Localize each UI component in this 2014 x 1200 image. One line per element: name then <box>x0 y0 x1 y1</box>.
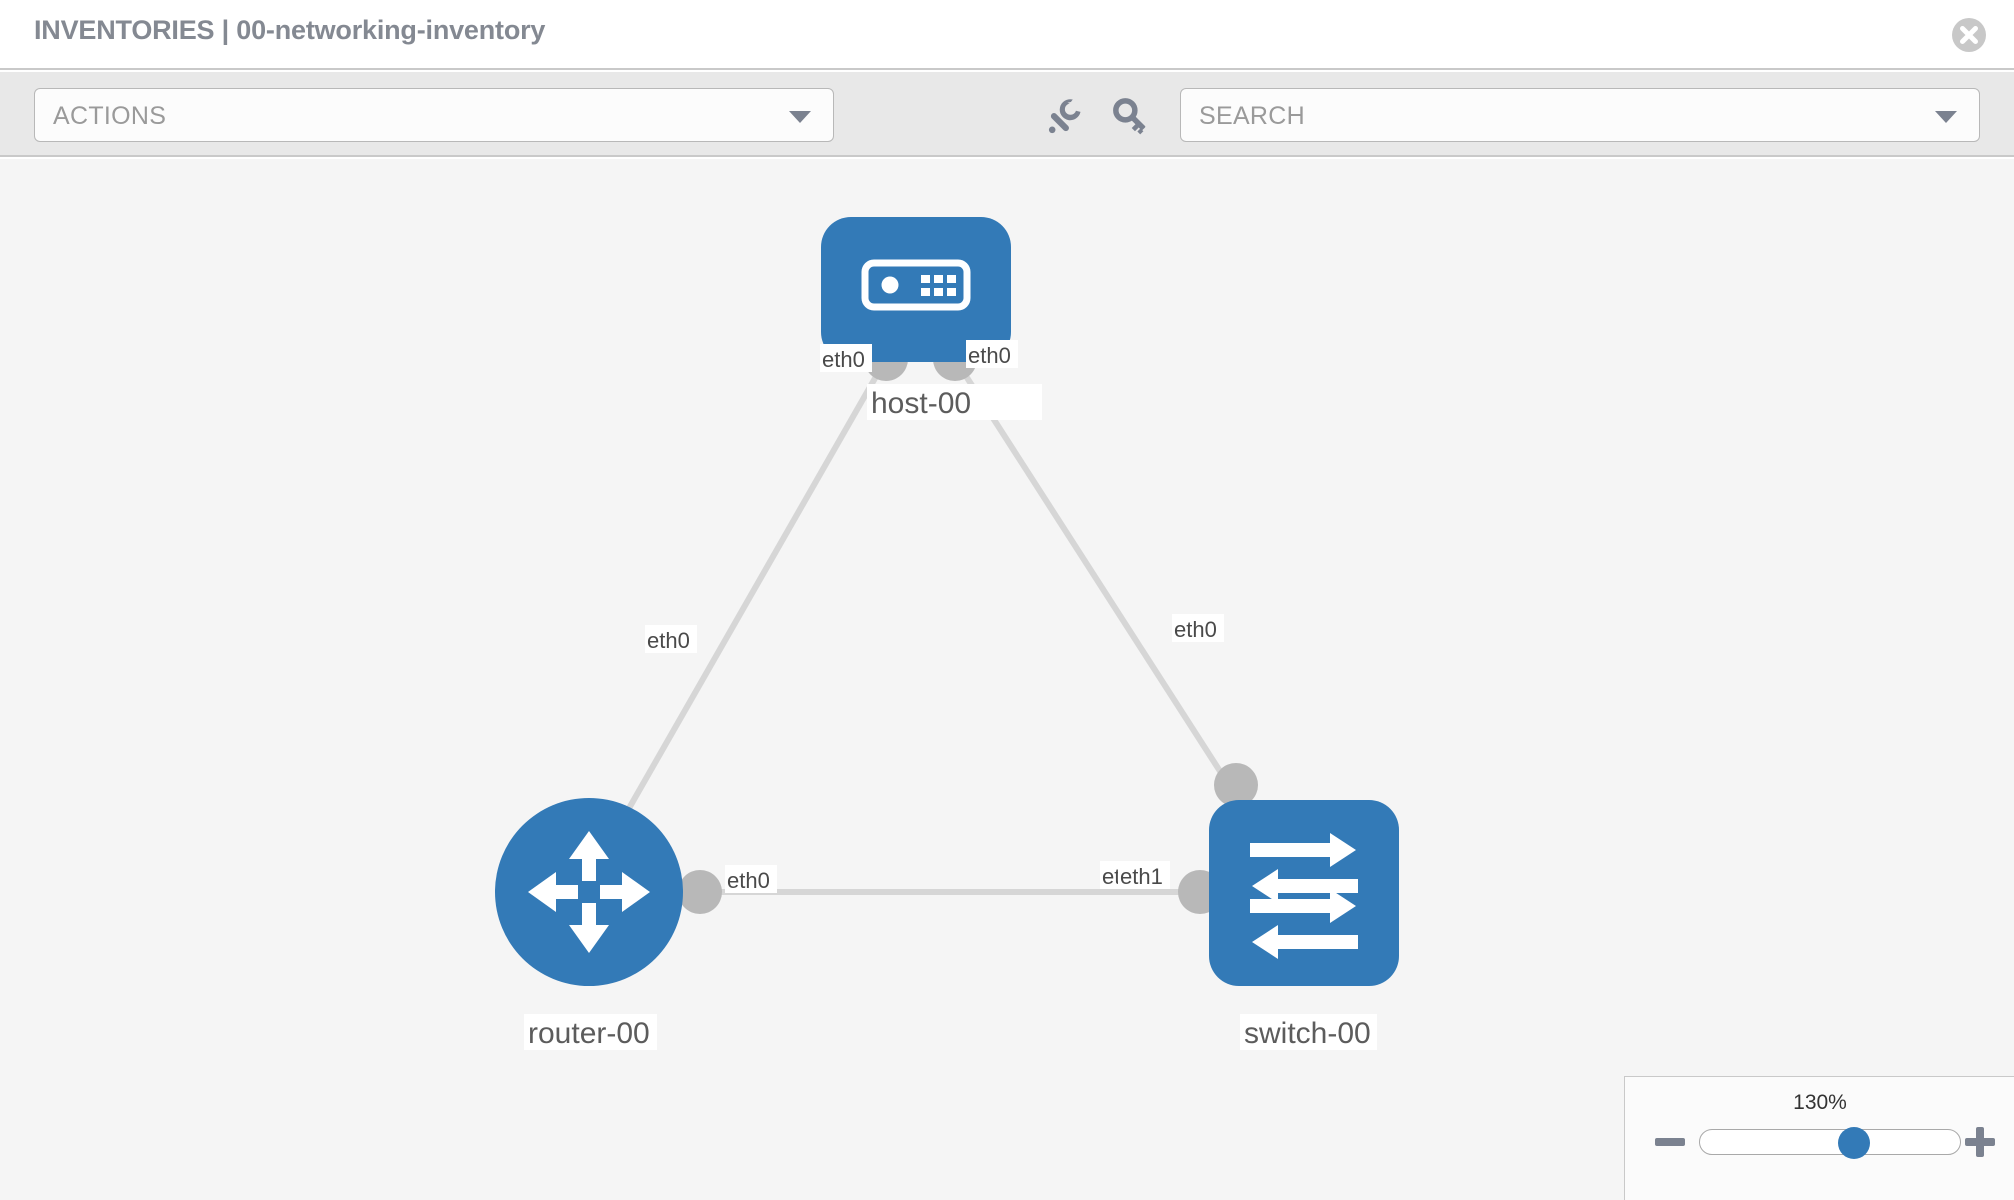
interface-label: eth0 <box>725 865 777 893</box>
interface-labels: eth0 eth0 eth0 eth0 eth0 eth <box>645 340 1224 893</box>
topology-graph[interactable]: host-00 router-00 <box>0 159 2014 1200</box>
minus-icon[interactable] <box>1653 1123 1687 1161</box>
zoom-slider-row <box>1625 1123 2014 1163</box>
port-router00-right[interactable] <box>678 870 722 914</box>
node-label-switch-00: switch-00 <box>1244 1017 1371 1050</box>
actions-dropdown[interactable]: ACTIONS <box>34 88 834 142</box>
interface-label: eth0 <box>820 344 872 372</box>
interface-label: eth1 <box>1118 861 1170 889</box>
page-title: INVENTORIES | 00-networking-inventory <box>34 15 546 45</box>
close-icon[interactable] <box>1950 16 1988 54</box>
interface-label: eth0 <box>1172 614 1224 642</box>
zoom-slider[interactable] <box>1699 1127 1961 1159</box>
server-icon <box>861 259 971 311</box>
link-host00-router00[interactable] <box>597 357 889 861</box>
plus-icon[interactable] <box>1963 1123 1997 1161</box>
interface-label: eth0 <box>645 625 697 653</box>
node-switch-00[interactable]: switch-00 <box>1209 800 1399 1050</box>
link-host00-switch00[interactable] <box>952 357 1273 851</box>
zoom-control-panel: 130% <box>1624 1076 2014 1200</box>
zoom-slider-handle[interactable] <box>1838 1127 1870 1159</box>
toolbar: ACTIONS SEARCH <box>0 72 2014 157</box>
port-switch00-top[interactable] <box>1214 763 1258 807</box>
switch-icon <box>1250 833 1358 959</box>
node-label-router-00: router-00 <box>528 1017 650 1050</box>
svg-text:eth0: eth0 <box>968 343 1011 368</box>
node-host-00[interactable]: host-00 <box>821 217 1042 420</box>
node-label-host-00: host-00 <box>871 387 971 420</box>
key-icon[interactable] <box>1107 92 1155 140</box>
svg-text:eth0: eth0 <box>1174 617 1217 642</box>
svg-text:eth0: eth0 <box>647 628 690 653</box>
svg-text:eth1: eth1 <box>1120 864 1163 889</box>
chevron-down-icon <box>1935 111 1957 123</box>
node-router-00[interactable]: router-00 <box>495 798 683 1050</box>
svg-text:eth0: eth0 <box>727 868 770 893</box>
chevron-down-icon <box>789 111 811 123</box>
wrench-icon[interactable] <box>1040 92 1088 140</box>
page-header: INVENTORIES | 00-networking-inventory <box>0 0 2014 70</box>
search-input[interactable]: SEARCH <box>1180 88 1980 142</box>
zoom-percent-label: 130% <box>1793 1091 1847 1114</box>
router-icon <box>528 831 650 953</box>
topology-canvas[interactable]: host-00 router-00 <box>0 159 2014 1200</box>
search-placeholder: SEARCH <box>1199 102 1305 130</box>
svg-text:eth0: eth0 <box>822 347 865 372</box>
interface-label: eth0 <box>966 340 1018 368</box>
topology-ports <box>678 337 1258 914</box>
actions-dropdown-label: ACTIONS <box>53 102 167 130</box>
